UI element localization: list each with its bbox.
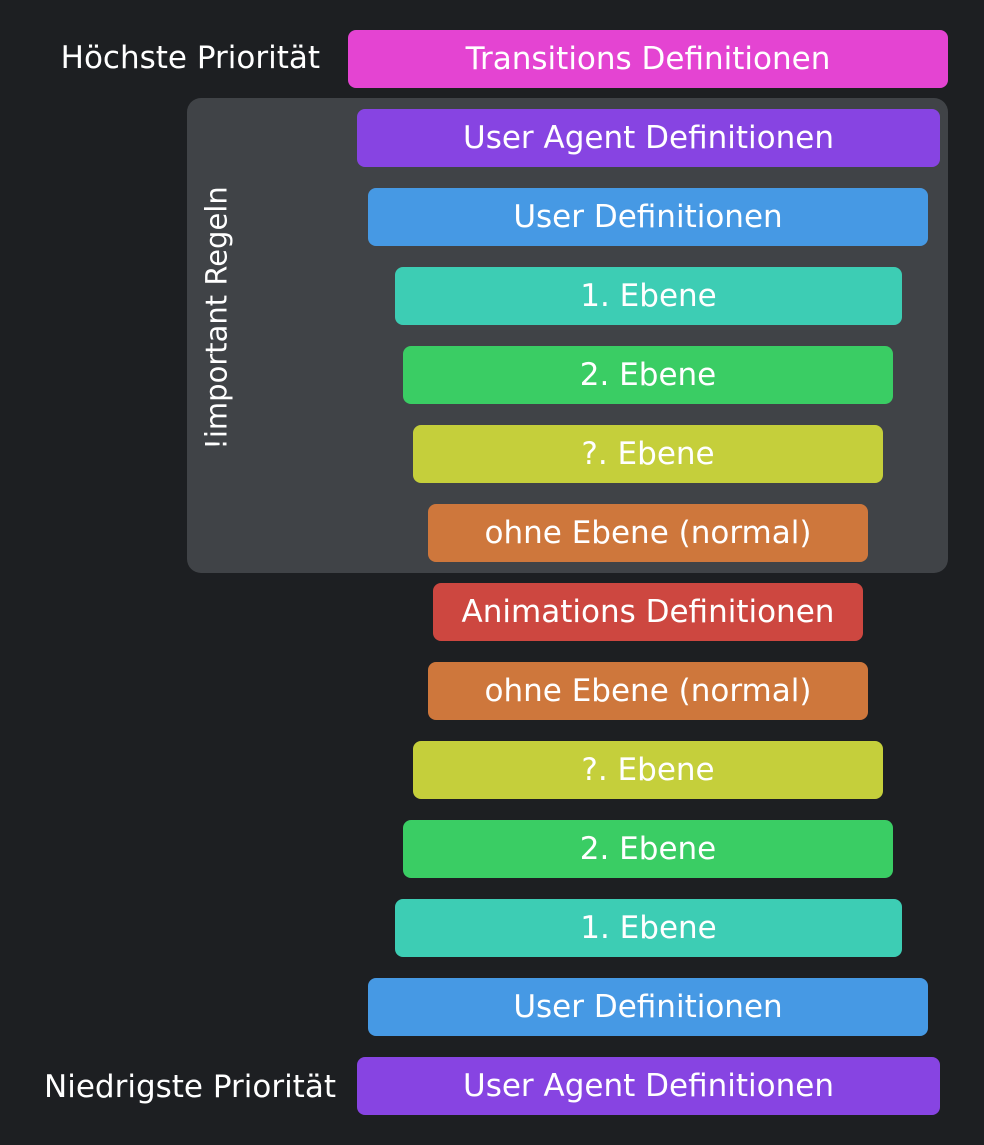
bar-important-unlayered: ohne Ebene (normal) — [428, 504, 868, 562]
bar-layer-2: 2. Ebene — [403, 820, 893, 878]
highest-priority-label: Höchste Priorität — [60, 40, 320, 76]
bar-important-layer-n: ?. Ebene — [413, 425, 883, 483]
lowest-priority-label: Niedrigste Priorität — [44, 1069, 336, 1105]
bar-user-agent-definitions: User Agent Definitionen — [357, 1057, 940, 1115]
bar-animations-definitions: Animations Definitionen — [433, 583, 863, 641]
important-rules-group — [187, 98, 948, 573]
bar-important-layer-1: 1. Ebene — [395, 267, 902, 325]
bar-layer-n: ?. Ebene — [413, 741, 883, 799]
bar-transitions-definitions: Transitions Definitionen — [348, 30, 948, 88]
bar-important-layer-2: 2. Ebene — [403, 346, 893, 404]
bar-important-user-agent-definitions: User Agent Definitionen — [357, 109, 940, 167]
bar-layer-1: 1. Ebene — [395, 899, 902, 957]
bar-unlayered: ohne Ebene (normal) — [428, 662, 868, 720]
important-rules-label: !important Regeln — [199, 186, 234, 450]
bar-user-definitions: User Definitionen — [368, 978, 928, 1036]
bar-important-user-definitions: User Definitionen — [368, 188, 928, 246]
